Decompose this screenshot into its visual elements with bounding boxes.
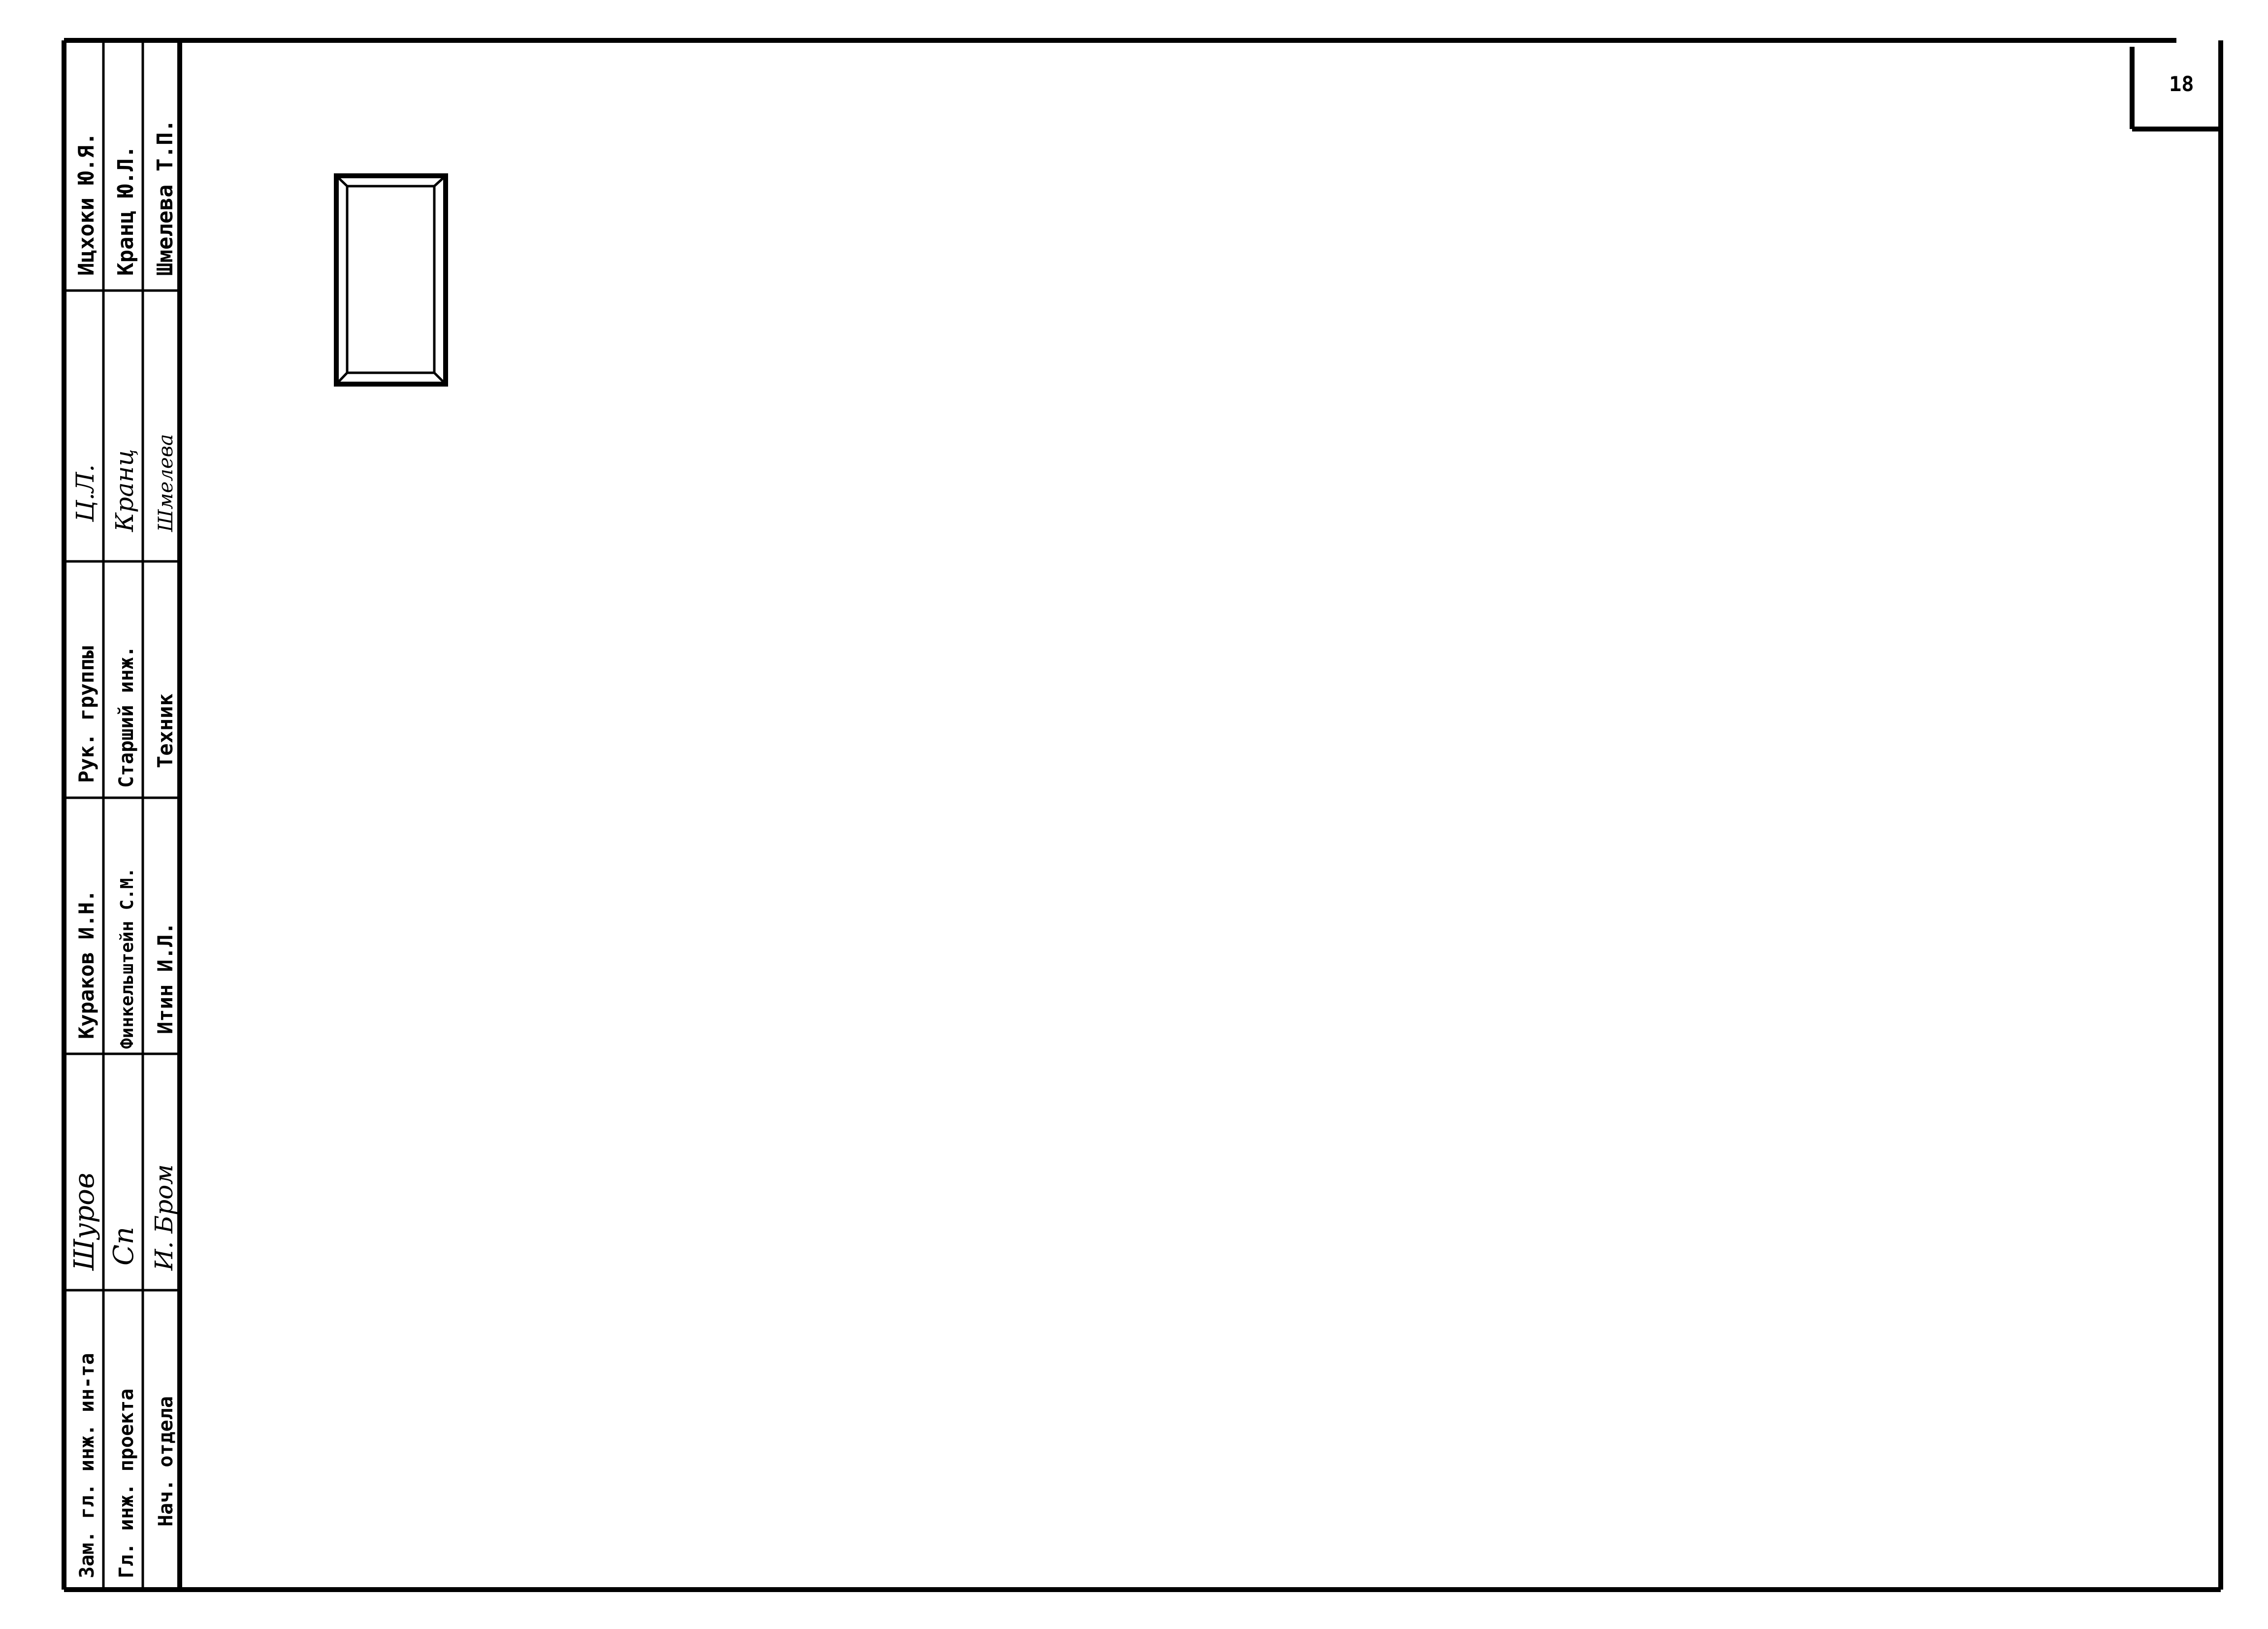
sheet-frame [62, 38, 2223, 1592]
stamp-name-6: Итин И.Л. [153, 922, 177, 1034]
stamp-role-3: Техник [153, 693, 177, 768]
stamp-name-2: Кранц Ю.Л. [113, 145, 138, 276]
stamp-role-2: Старший инж. [115, 646, 138, 788]
base-plate [334, 173, 448, 387]
stamp-signature-2: Кранц [110, 449, 139, 532]
stamp-name-1: Ицхоки Ю.Я. [74, 132, 99, 276]
stamp-signature-1: Ц.Л. [71, 464, 99, 522]
stamp-signature-4: Шуров [68, 1173, 100, 1271]
stamp-role-4: Зам. гл. инж. ин-та [76, 1353, 98, 1578]
corner-sheet-number: 18 [2169, 72, 2194, 96]
stamp-role-1: Рук. группы [74, 646, 98, 783]
stamp-role-6: Нач. отдела [155, 1396, 177, 1527]
stamp-name-5: Финкельштейн С.М. [117, 868, 137, 1049]
approval-stamp: Ицхоки Ю.Я. Кранц Ю.Л. Шмелева Т.П. Ц.Л.… [64, 40, 180, 1590]
stamp-name-4: Кураков И.Н. [74, 890, 98, 1039]
stamp-signature-3: Шмелева [155, 434, 177, 532]
stamp-name-3: Шмелева Т.П. [153, 119, 178, 276]
stamp-role-5: Гл. инж. проекта [115, 1389, 138, 1578]
view-uzel-zh [334, 173, 448, 387]
plate-inner [346, 185, 436, 374]
stamp-signature-5: Сп [108, 1227, 140, 1266]
stamp-signature-6: И. Бром [150, 1164, 178, 1271]
